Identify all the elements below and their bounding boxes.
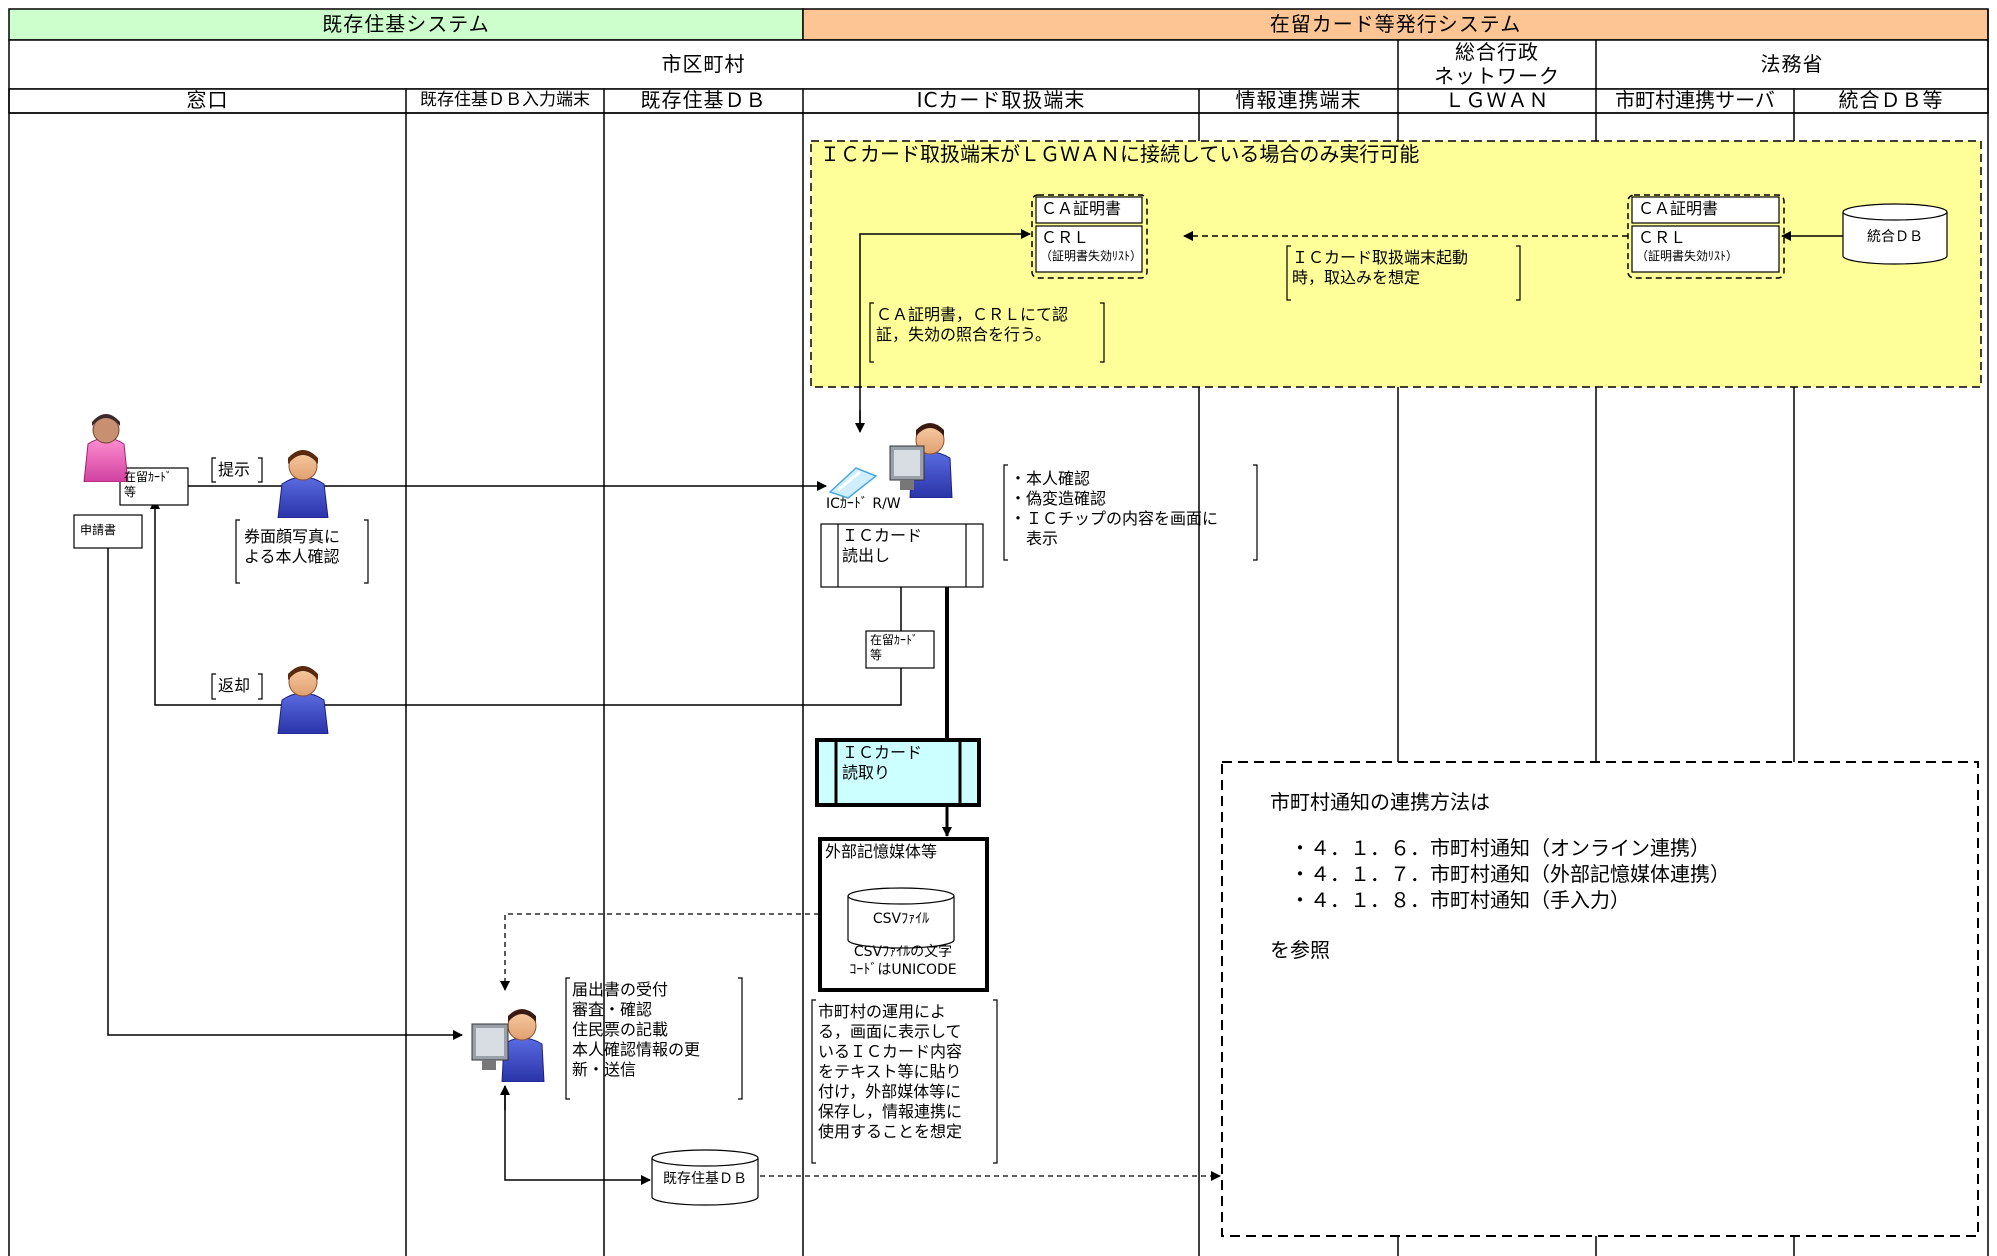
lgwan-note: ＩＣカード取扱端末がＬＧＷＡＮに接続している場合のみ実行可能: [820, 142, 1419, 167]
notification-footer: を参照: [1270, 938, 1330, 963]
crl-sub-label-right: （証明書失効ﾘｽﾄ）: [1636, 249, 1738, 264]
ca-cert-label-right: ＣＡ証明書: [1638, 199, 1718, 219]
crl-label-right: ＣＲＬ: [1638, 228, 1686, 248]
ca-cert-label: ＣＡ証明書: [1041, 199, 1121, 219]
startup-note: ＩＣカード取扱端末起動 時，取込みを想定: [1292, 248, 1468, 288]
notification-box: [1222, 762, 1978, 1236]
reader-label: ICｶｰﾄﾞ R/W: [826, 496, 901, 514]
notification-item: ・４．１．６．市町村通知（オンライン連携）: [1290, 836, 1710, 861]
houmu-title: 法務省: [1596, 52, 1988, 77]
lane-integrated-db: 統合ＤＢ等: [1794, 88, 1988, 113]
clerk-icon: [274, 444, 332, 518]
csv-encoding-note: CSVﾌｧｲﾙの文字 ｺｰﾄﾞはUNICODE: [842, 944, 964, 979]
integrated-db-label: 統合ＤＢ: [1843, 229, 1947, 247]
present-label: 提示: [218, 460, 250, 480]
operation-note: 市町村の運用によ る，画面に表示して いるＩＣカード内容 をテキスト等に貼り 付…: [818, 1002, 962, 1142]
checks-note: ・本人確認 ・偽変造確認 ・ＩＣチップの内容を画面に 表示: [1010, 469, 1218, 549]
lane-lgwan: ＬＧＷＡＮ: [1398, 88, 1596, 113]
lane-existing-db: 既存住基ＤＢ: [604, 88, 803, 113]
crl-label: ＣＲＬ: [1041, 228, 1089, 248]
zairyu-card-label: 在留ｶｰﾄﾞ 等: [124, 470, 172, 500]
notification-title: 市町村通知の連携方法は: [1270, 790, 1490, 815]
tasks-note: 届出書の受付 審査・確認 住民票の記載 本人確認情報の更 新・送信: [572, 980, 700, 1080]
lane-madoguchi: 窓口: [9, 88, 406, 113]
notification-item: ・４．１．８．市町村通知（手入力）: [1290, 888, 1630, 913]
auth-note: ＣＡ証明書，ＣＲＬにて認 証，失効の照合を行う。: [876, 305, 1068, 345]
clerk-return-icon: [274, 660, 332, 734]
municipality-title: 市区町村: [9, 52, 1398, 77]
lane-db-input-terminal: 既存住基ＤＢ入力端末: [406, 90, 604, 111]
existing-db-label: 既存住基ＤＢ: [652, 1171, 758, 1189]
db-input-terminal-icon: [466, 998, 546, 1082]
csv-file-label: CSVﾌｧｲﾙ: [848, 911, 954, 929]
zairyu-card-mid-label: 在留ｶｰﾄﾞ 等: [870, 633, 918, 663]
crl-sub-label: （証明書失効ﾘｽﾄ）: [1040, 249, 1142, 264]
left-system-title: 既存住基システム: [9, 10, 803, 38]
ic-card-read-process-label: ＩＣカード 読出し: [842, 526, 922, 566]
ic-terminal-operator-icon: [870, 412, 954, 498]
right-system-title: 在留カード等発行システム: [803, 10, 1988, 38]
notification-item: ・４．１．７．市町村通知（外部記憶媒体連携）: [1290, 862, 1730, 887]
card-reader-icon: [826, 462, 882, 500]
ic-card-capture-label: ＩＣカード 読取り: [842, 743, 922, 783]
application-form-label: 申請書: [80, 523, 116, 538]
soumu-title: 総合行政 ネットワーク: [1398, 40, 1596, 88]
lane-ic-card-terminal: ICカード取扱端末: [803, 88, 1199, 113]
photo-check-note: 券面顔写真に よる本人確認: [244, 527, 340, 567]
external-media-label: 外部記憶媒体等: [825, 842, 937, 862]
lane-info-link-terminal: 情報連携端末: [1199, 88, 1398, 113]
lane-municipal-server: 市町村連携サーバ: [1596, 88, 1794, 113]
return-label: 返却: [218, 676, 250, 696]
